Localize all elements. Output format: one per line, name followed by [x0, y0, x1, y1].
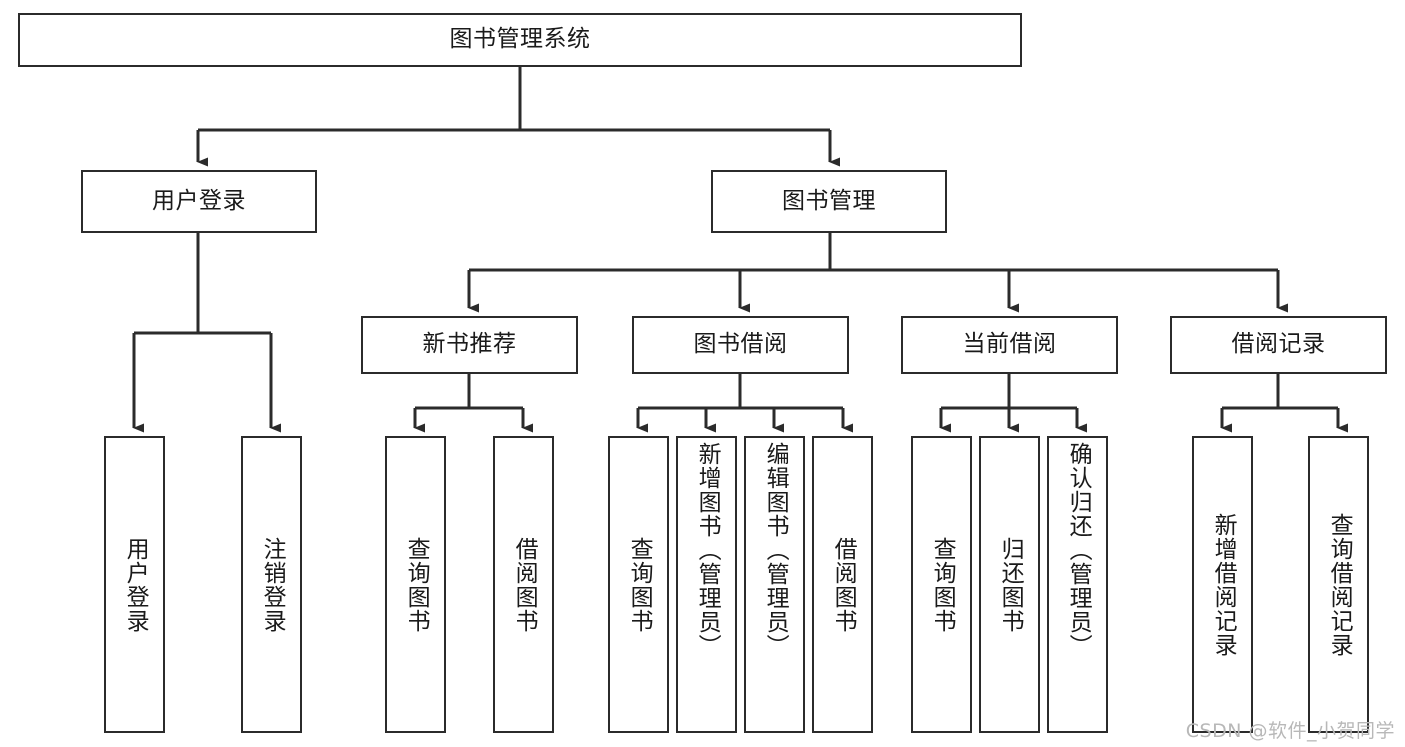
node-user-login[interactable]: 用户登录 [81, 170, 317, 233]
leaf-borrow-book-2[interactable]: 借阅图书 [812, 436, 873, 733]
leaf-query-book-3-label: 查询图书 [929, 536, 956, 633]
leaf-query-book-3[interactable]: 查询图书 [911, 436, 972, 733]
leaf-add-book-label: 新增图书（管理员） [694, 442, 721, 658]
node-book-borrow[interactable]: 图书借阅 [632, 316, 849, 374]
leaf-add-book[interactable]: 新增图书（管理员） [676, 436, 737, 733]
leaf-query-book-2-label: 查询图书 [626, 536, 653, 633]
leaf-confirm-return[interactable]: 确认归还（管理员） [1047, 436, 1108, 733]
leaf-user-logout-label: 注销登录 [259, 536, 286, 633]
node-new-book-recommend-label: 新书推荐 [422, 331, 517, 358]
node-user-login-label: 用户登录 [152, 187, 246, 214]
leaf-user-login-label: 用户登录 [122, 536, 149, 633]
leaf-add-record-label: 新增借阅记录 [1210, 512, 1237, 657]
leaf-borrow-book-2-label: 借阅图书 [830, 536, 857, 633]
leaf-user-logout[interactable]: 注销登录 [241, 436, 302, 733]
leaf-query-book-1-label: 查询图书 [403, 536, 430, 633]
node-current-borrow[interactable]: 当前借阅 [901, 316, 1118, 374]
leaf-return-book-label: 归还图书 [997, 536, 1024, 633]
leaf-user-login[interactable]: 用户登录 [104, 436, 165, 733]
leaf-edit-book[interactable]: 编辑图书（管理员） [744, 436, 805, 733]
node-new-book-recommend[interactable]: 新书推荐 [361, 316, 578, 374]
node-root-label: 图书管理系统 [449, 26, 591, 53]
node-root[interactable]: 图书管理系统 [18, 13, 1022, 67]
leaf-borrow-book-1-label: 借阅图书 [511, 536, 538, 633]
node-book-manage[interactable]: 图书管理 [711, 170, 947, 233]
leaf-return-book[interactable]: 归还图书 [979, 436, 1040, 733]
leaf-query-book-1[interactable]: 查询图书 [385, 436, 446, 733]
leaf-query-record-label: 查询借阅记录 [1326, 512, 1353, 657]
node-current-borrow-label: 当前借阅 [962, 331, 1057, 358]
node-book-manage-label: 图书管理 [782, 187, 876, 214]
leaf-confirm-return-label: 确认归还（管理员） [1065, 442, 1092, 658]
leaf-query-book-2[interactable]: 查询图书 [608, 436, 669, 733]
node-borrow-record[interactable]: 借阅记录 [1170, 316, 1387, 374]
node-borrow-record-label: 借阅记录 [1231, 331, 1326, 358]
watermark-text: CSDN @软件_小贺同学 [1185, 720, 1395, 742]
leaf-borrow-book-1[interactable]: 借阅图书 [493, 436, 554, 733]
leaf-edit-book-label: 编辑图书（管理员） [762, 442, 789, 658]
node-book-borrow-label: 图书借阅 [693, 331, 788, 358]
leaf-add-record[interactable]: 新增借阅记录 [1192, 436, 1253, 733]
leaf-query-record[interactable]: 查询借阅记录 [1308, 436, 1369, 733]
